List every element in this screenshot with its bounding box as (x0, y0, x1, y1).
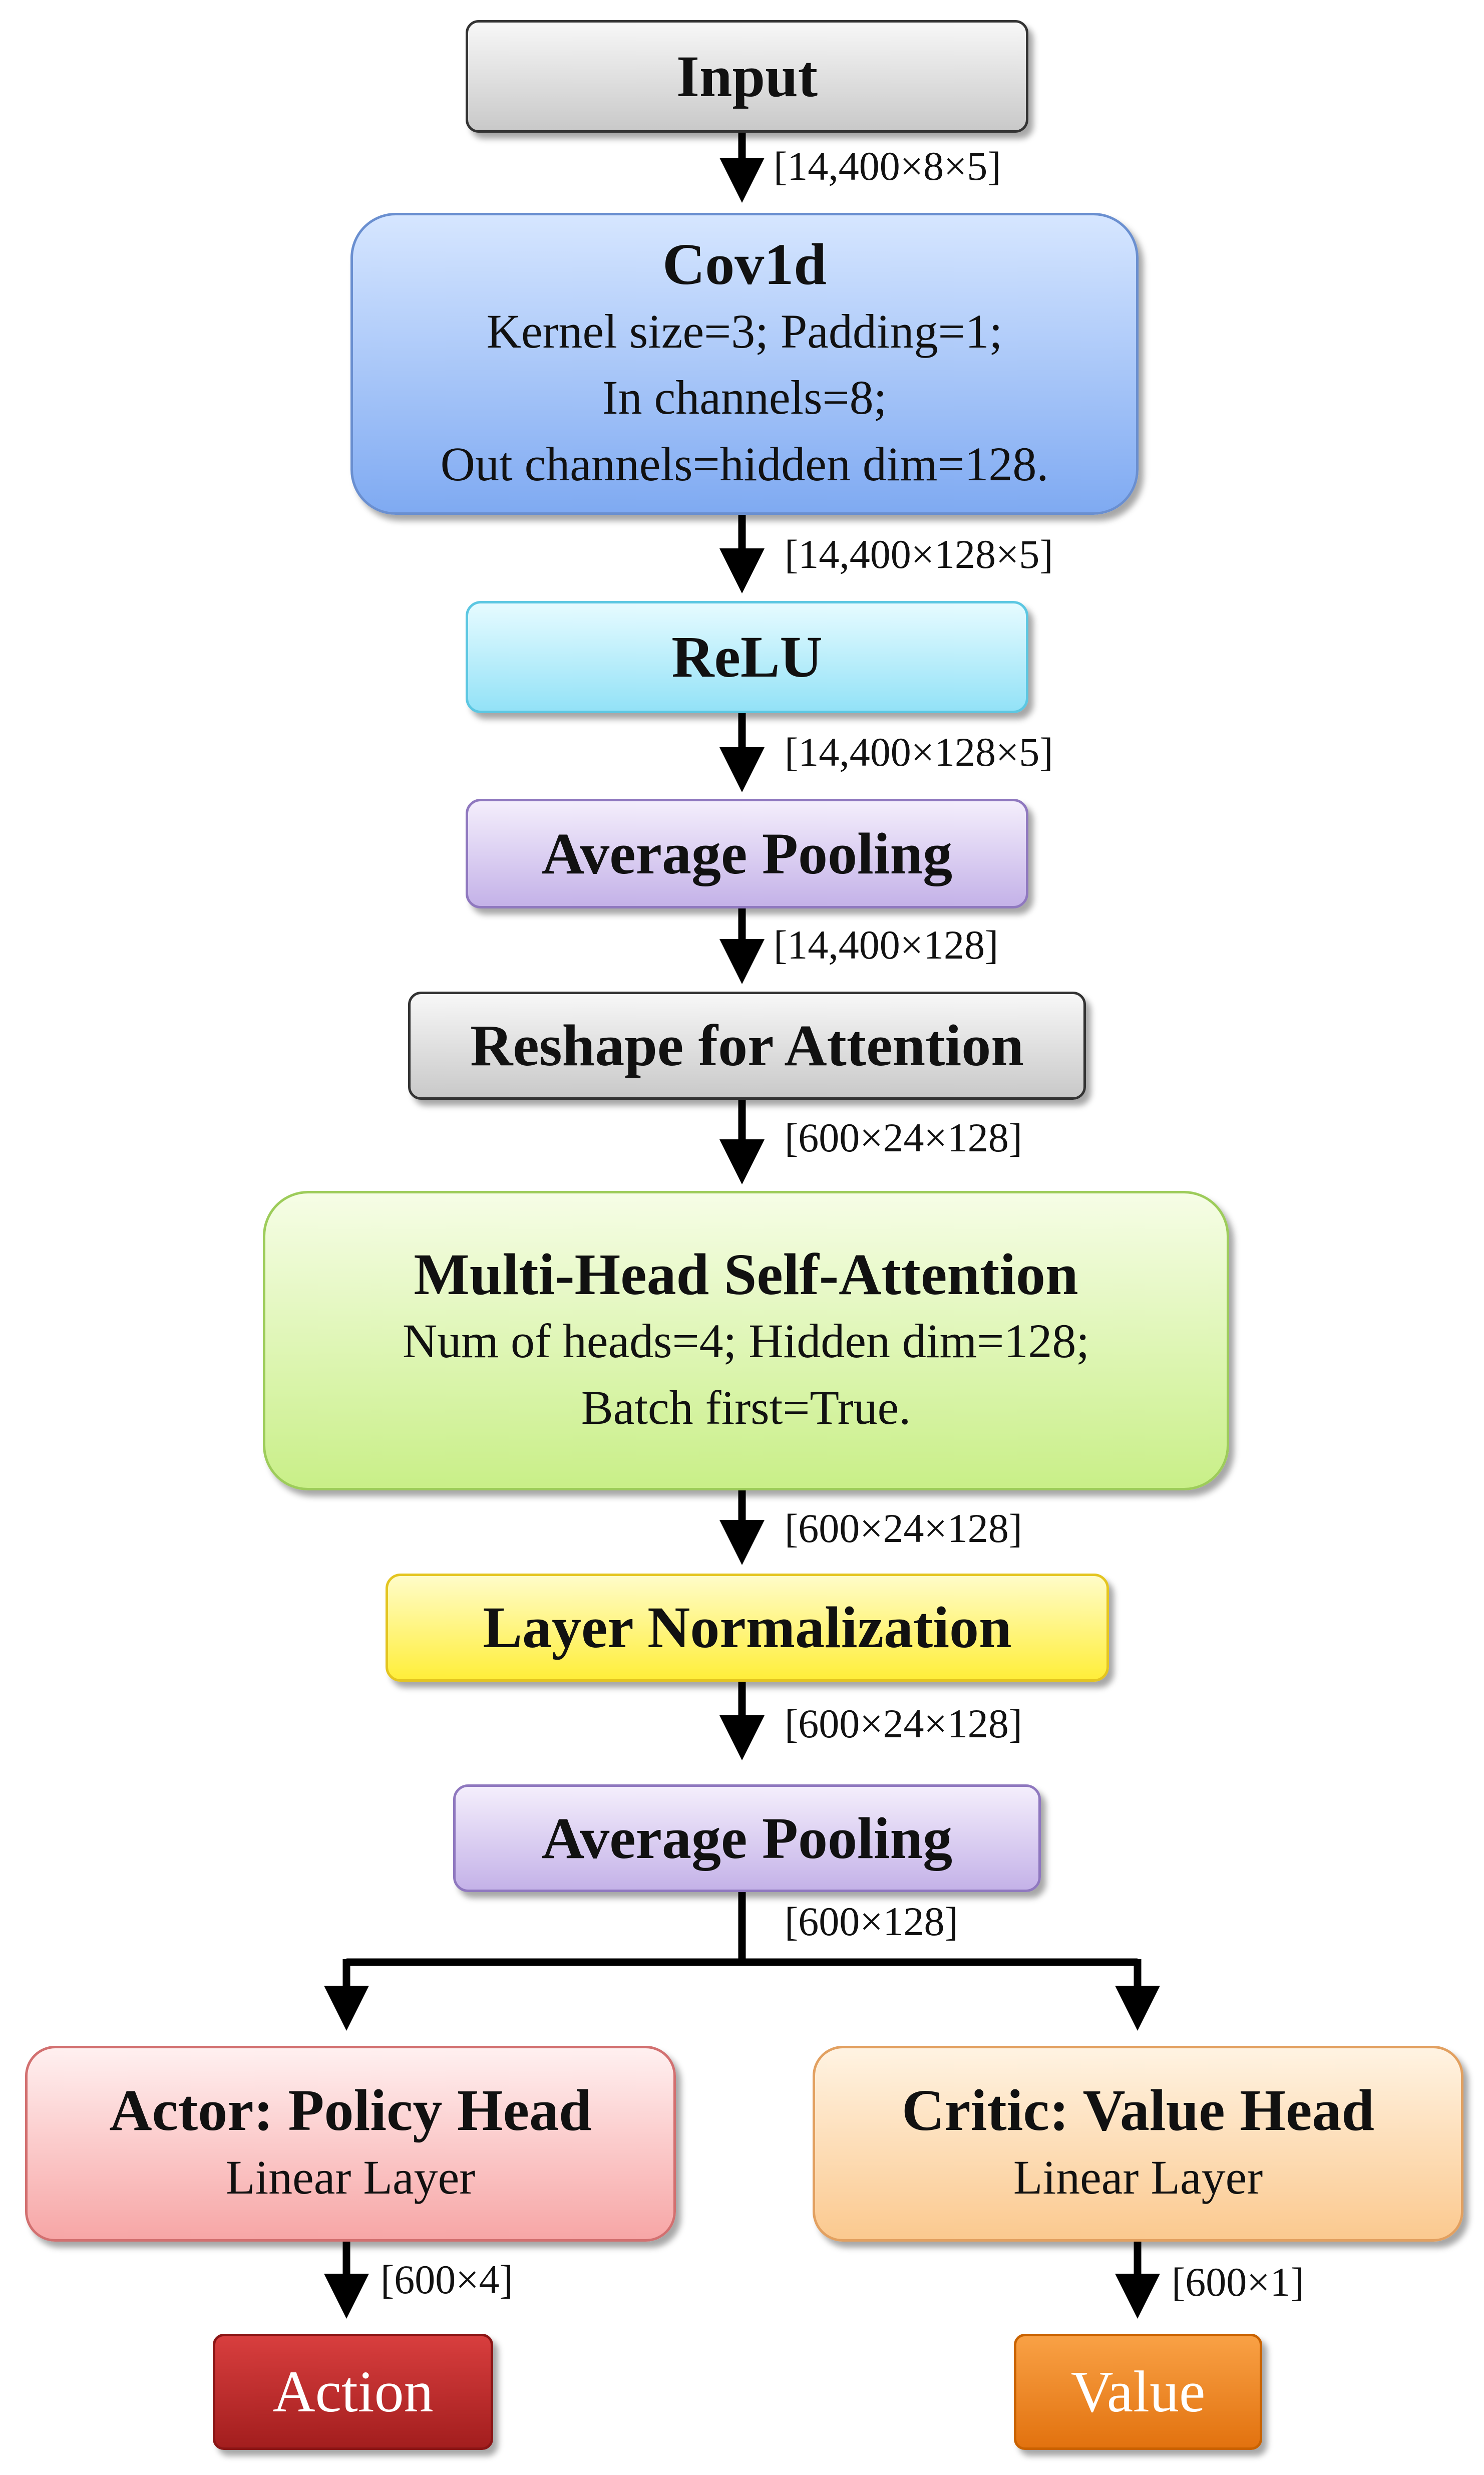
tensor-shape-label: [14,400×8×5] (774, 143, 1001, 189)
critic-value-head-block: Critic: Value Head Linear Layer (813, 2046, 1463, 2242)
conv1d-param-line: Out channels=hidden dim=128. (440, 437, 1049, 491)
conv1d-block: Cov1d Kernel size=3; Padding=1; In chann… (350, 213, 1139, 515)
average-pooling-block-2: Average Pooling (453, 1784, 1041, 1892)
relu-block: ReLU (466, 601, 1028, 713)
average-pooling-title: Average Pooling (541, 820, 953, 886)
conv1d-param-line: Kernel size=3; Padding=1; (486, 304, 1003, 358)
conv1d-title: Cov1d (662, 231, 827, 297)
layernorm-title: Layer Normalization (483, 1595, 1012, 1661)
actor-layer-line: Linear Layer (225, 2150, 476, 2205)
actor-policy-head-block: Actor: Policy Head Linear Layer (25, 2046, 676, 2242)
tensor-shape-label: [600×1] (1172, 2259, 1304, 2305)
action-output-block: Action (213, 2334, 493, 2450)
mhsa-title: Multi-Head Self-Attention (414, 1241, 1078, 1307)
multi-head-attention-block: Multi-Head Self-Attention Num of heads=4… (263, 1191, 1229, 1490)
critic-layer-line: Linear Layer (1013, 2150, 1263, 2205)
average-pooling-block-1: Average Pooling (466, 799, 1028, 908)
input-block: Input (466, 20, 1028, 133)
reshape-block: Reshape for Attention (408, 992, 1086, 1100)
input-title: Input (676, 43, 818, 109)
average-pooling-title: Average Pooling (541, 1805, 953, 1871)
tensor-shape-label: [14,400×128×5] (785, 729, 1053, 775)
relu-title: ReLU (671, 624, 823, 690)
mhsa-param-line: Num of heads=4; Hidden dim=128; (402, 1314, 1090, 1368)
actor-title: Actor: Policy Head (109, 2077, 592, 2143)
tensor-shape-label: [14,400×128×5] (785, 531, 1053, 577)
tensor-shape-label: [600×4] (381, 2257, 513, 2302)
tensor-shape-label: [600×128] (785, 1899, 958, 1944)
conv1d-param-line: In channels=8; (602, 371, 887, 425)
tensor-shape-label: [600×24×128] (785, 1701, 1023, 1746)
action-label: Action (272, 2359, 434, 2424)
mhsa-param-line: Batch first=True. (581, 1380, 911, 1434)
critic-title: Critic: Value Head (902, 2077, 1374, 2143)
value-label: Value (1070, 2359, 1206, 2424)
tensor-shape-label: [14,400×128] (774, 922, 999, 968)
value-output-block: Value (1014, 2334, 1262, 2450)
reshape-title: Reshape for Attention (470, 1013, 1024, 1079)
branch-connector (346, 1892, 746, 1966)
tensor-shape-label: [600×24×128] (785, 1115, 1023, 1160)
tensor-shape-label: [600×24×128] (785, 1505, 1023, 1551)
layer-normalization-block: Layer Normalization (386, 1574, 1109, 1682)
